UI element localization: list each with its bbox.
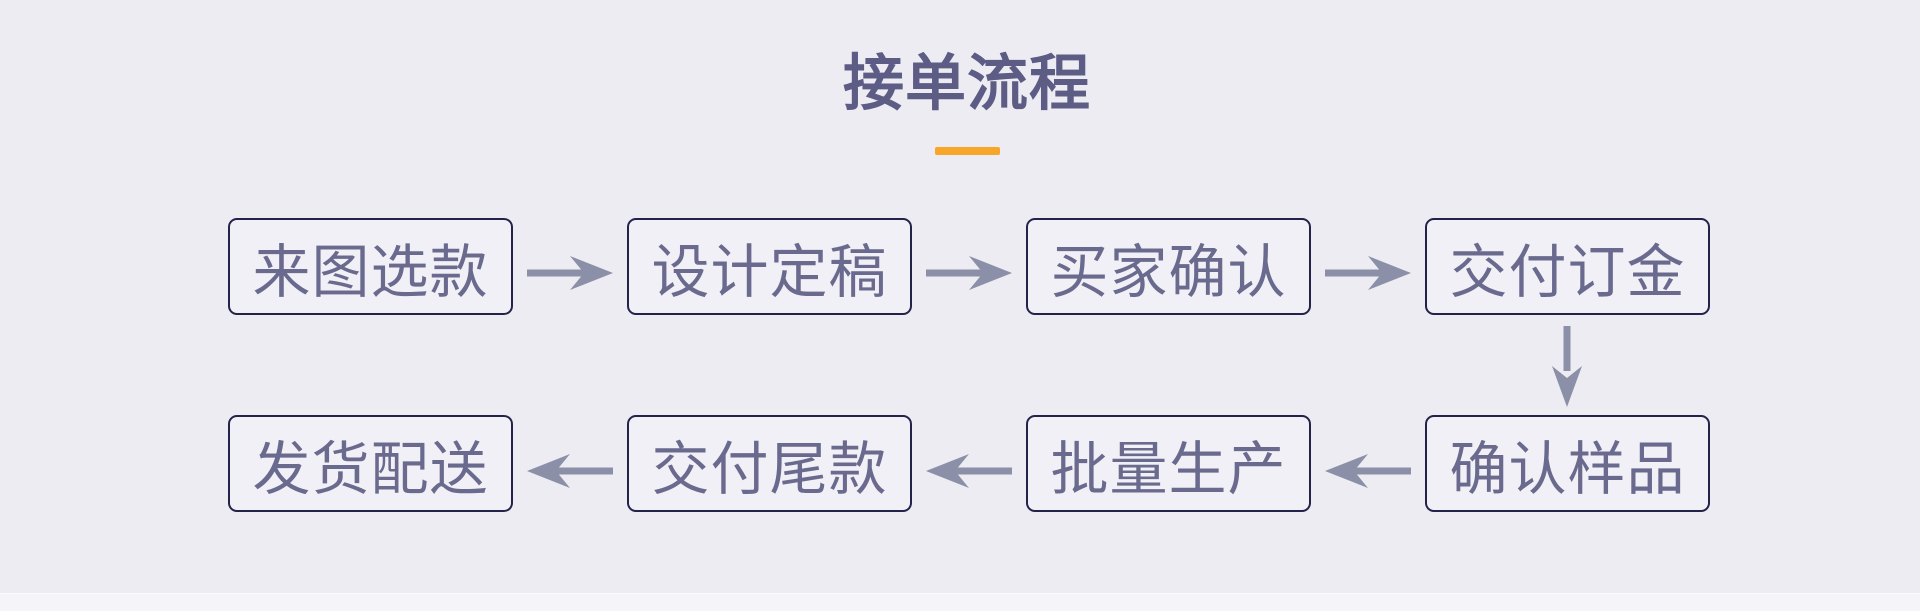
step-label: 设计定稿 — [651, 239, 888, 305]
step-design-final-box: 设计定稿 — [627, 218, 912, 315]
step-label: 交付尾款 — [651, 436, 888, 502]
title-accent-underline — [934, 147, 1000, 155]
header: 接单流程 — [7, 54, 1920, 155]
step-label: 来图选款 — [252, 239, 489, 305]
arrow-left-icon — [926, 454, 1012, 488]
step-label: 确认样品 — [1449, 436, 1686, 502]
arrow-down-icon — [1552, 326, 1582, 407]
step-mass-production-box: 批量生产 — [1026, 415, 1311, 512]
step-receive-image-box: 来图选款 — [228, 218, 513, 315]
step-pay-balance-box: 交付尾款 — [627, 415, 912, 512]
page-title: 接单流程 — [842, 51, 1091, 118]
step-label: 批量生产 — [1050, 436, 1287, 502]
arrow-right-icon — [1325, 256, 1411, 290]
step-ship-delivery-box: 发货配送 — [228, 415, 513, 512]
arrow-left-icon — [1325, 454, 1411, 488]
step-label: 发货配送 — [252, 436, 489, 502]
step-label: 买家确认 — [1050, 239, 1287, 305]
arrow-right-icon — [527, 256, 613, 290]
step-confirm-sample-box: 确认样品 — [1425, 415, 1710, 512]
arrow-left-icon — [527, 454, 613, 488]
arrow-right-icon — [926, 256, 1012, 290]
step-buyer-confirm-box: 买家确认 — [1026, 218, 1311, 315]
step-label: 交付订金 — [1449, 239, 1686, 305]
step-pay-deposit-box: 交付订金 — [1425, 218, 1710, 315]
footer-band — [0, 593, 1920, 611]
